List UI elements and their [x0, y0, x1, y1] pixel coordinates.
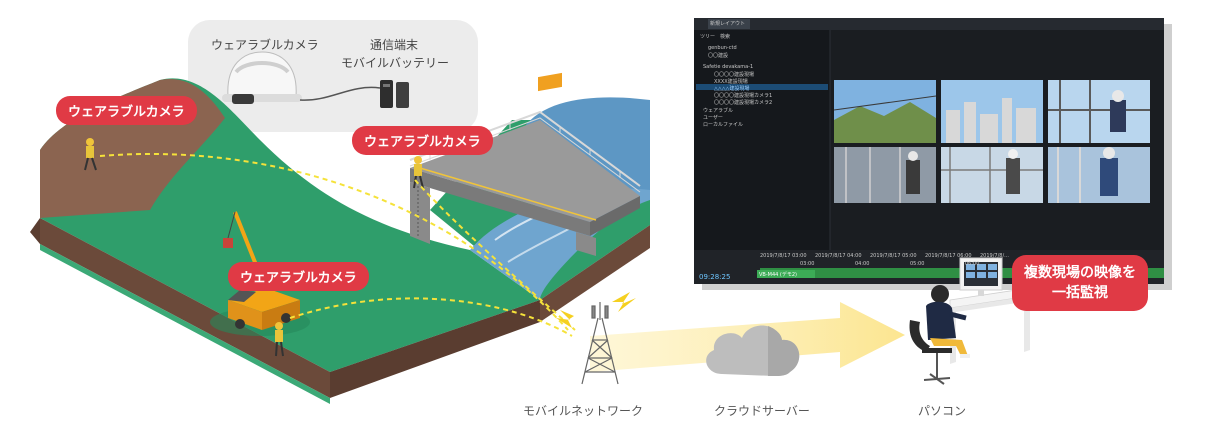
tree-item: ローカルファイル: [703, 122, 744, 128]
timeline-tick: 06:00: [965, 261, 980, 267]
wearable-camera-tag-1: ウェアラブルカメラ: [56, 96, 197, 125]
camera-feed-grid: [833, 80, 1150, 203]
communication-device-icon: [380, 80, 409, 108]
signal-lightning-icon: [556, 292, 636, 328]
pc-operator: [909, 257, 1031, 385]
tree-tab-2: 検索: [720, 34, 731, 40]
tree-tab-1: ツリー: [700, 34, 716, 40]
kit-device-label: 通信端末: [370, 38, 419, 52]
mobile-network-caption: モバイルネットワーク: [523, 404, 644, 418]
timeline-clock: 09:28:25: [699, 273, 731, 281]
timeline-tick: 04:00: [855, 261, 870, 267]
cloud-server-caption: クラウドサーバー: [714, 404, 810, 418]
timeline-date: 2019/7/8/17 05:00: [870, 253, 917, 259]
antenna-tower-icon: [581, 302, 619, 385]
tree-item: ウェアラブル: [703, 108, 734, 114]
pc-caption: パソコン: [918, 404, 967, 418]
tree-item: 〇〇〇〇建設現場カメラ1: [714, 93, 773, 99]
tree-item: 〇〇〇〇建設現場カメラ2: [714, 100, 773, 106]
monitor-tab-label: 新規レイアウト: [710, 21, 746, 27]
monitoring-tag-line2: 一括監視: [1052, 285, 1108, 301]
wearable-camera-tag-2: ウェアラブルカメラ: [352, 126, 493, 155]
timeline-date: 2019/7/8/17 03:00: [760, 253, 807, 259]
cloud-server-icon: [706, 325, 800, 376]
monitoring-tag: 複数現場の映像を 一括監視: [1012, 255, 1148, 311]
worker-figure-3: [275, 322, 284, 357]
timeline-date: 2019/7/8/17 04:00: [815, 253, 862, 259]
worker-figure-1: [84, 138, 97, 171]
monitoring-tag-line1: 複数現場の映像を: [1024, 265, 1136, 281]
tree-item: △△△△建設現場: [714, 86, 750, 92]
tree-item: XXXX建設現場: [714, 79, 748, 85]
tree-item: ユーザー: [703, 115, 723, 121]
tree-item: Safetie devakama-1: [703, 64, 754, 70]
timeline-tick: 03:00: [800, 261, 815, 267]
timeline-clip-label: VB-M44 (デモ2): [759, 272, 798, 278]
bridge: [409, 72, 641, 256]
timeline-date: 2019/7/8/...: [980, 253, 1009, 259]
timeline-date: 2019/7/8/17 06:00: [925, 253, 972, 259]
tree-item: genbun-ctd: [708, 45, 737, 51]
kit-cable: [299, 86, 381, 101]
tree-item: 〇〇〇〇建設現場: [714, 72, 755, 78]
helmet-camera-icon: [222, 51, 302, 104]
kit-battery-label: モバイルバッテリー: [341, 56, 450, 70]
wearable-camera-tag-3: ウェアラブルカメラ: [228, 262, 369, 291]
worker-figure-2: [413, 156, 424, 189]
wireless-links: [99, 152, 576, 337]
tree-item: 〇〇建設: [708, 53, 729, 59]
kit-camera-label: ウェアラブルカメラ: [211, 38, 319, 52]
timeline-tick: 05:00: [910, 261, 925, 267]
